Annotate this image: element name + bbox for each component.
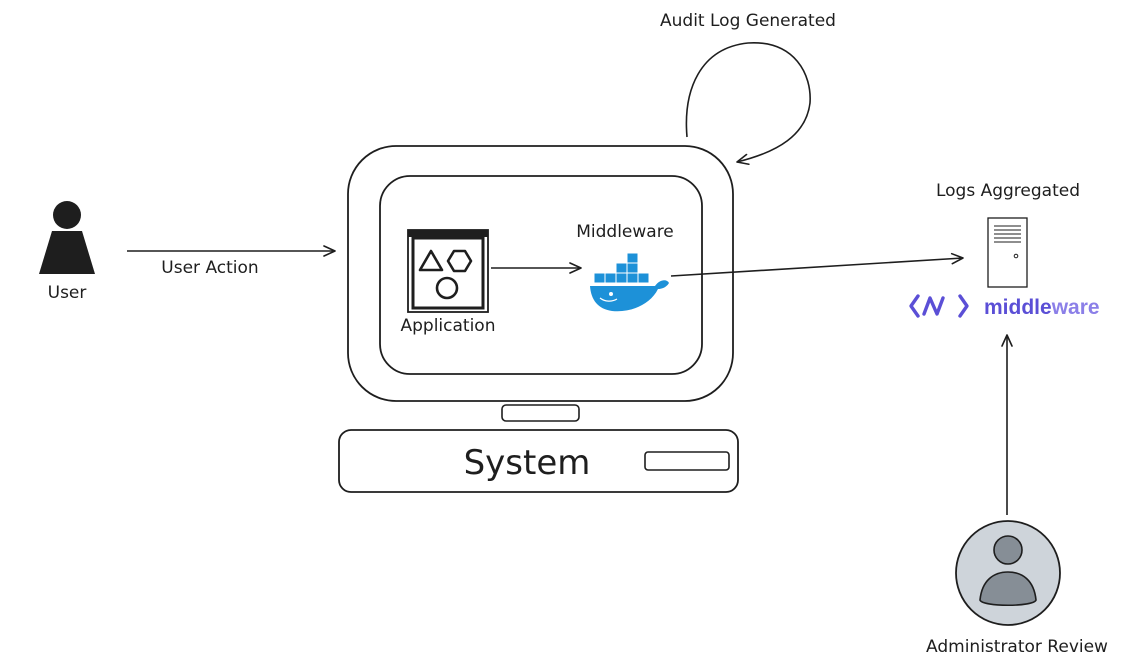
user-action-label: User Action bbox=[161, 258, 258, 278]
docker-whale-icon bbox=[590, 252, 669, 312]
audit-log-label: Audit Log Generated bbox=[660, 11, 836, 31]
middleware-to-logs-arrow bbox=[670, 252, 964, 277]
disk-slot bbox=[644, 451, 730, 471]
svg-text:middleware: middleware bbox=[984, 296, 1100, 319]
application-icon bbox=[407, 229, 489, 313]
server-tower-icon bbox=[987, 217, 1028, 288]
admin-review-label: Administrator Review bbox=[926, 637, 1108, 657]
audit-loop-arrow bbox=[685, 42, 811, 166]
system-monitor bbox=[347, 145, 734, 422]
middleware-logo-icon bbox=[909, 294, 969, 318]
user-icon bbox=[39, 201, 95, 274]
logs-aggregated-label: Logs Aggregated bbox=[936, 181, 1080, 201]
middleware-logo: middleware bbox=[909, 294, 1100, 319]
admin-avatar-icon bbox=[955, 520, 1061, 626]
brand-name-part2: ware bbox=[1051, 296, 1100, 319]
system-base bbox=[338, 429, 739, 493]
application-label: Application bbox=[401, 316, 496, 336]
middleware-label: Middleware bbox=[576, 222, 674, 242]
brand-name-part1: middle bbox=[984, 296, 1052, 319]
system-label: System bbox=[464, 443, 591, 483]
user-label: User bbox=[48, 283, 87, 303]
